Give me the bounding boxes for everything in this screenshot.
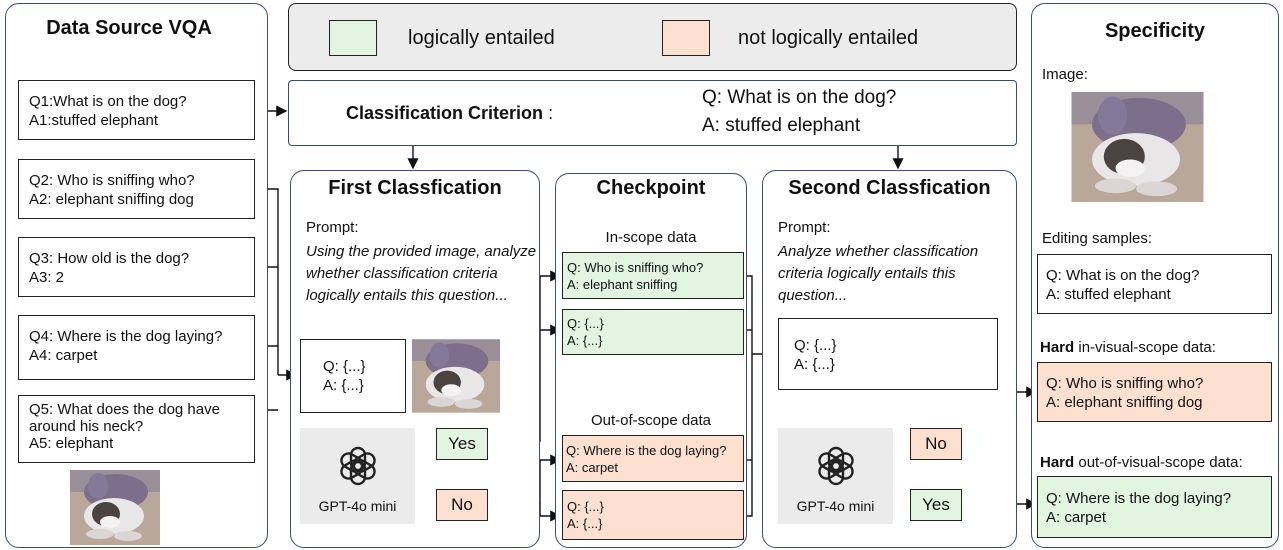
source-q2: Q2: Who is sniffing who?: [29, 172, 195, 189]
source-item-5: Q5: What does the dog have around his ne…: [18, 395, 255, 463]
editing-a: A: stuffed elephant: [1046, 286, 1171, 303]
hard-out-box: Q: Where is the dog laying? A: carpet: [1037, 476, 1272, 538]
first-gpt-box: GPT-4o mini: [300, 428, 415, 524]
criterion-box: [288, 80, 1017, 146]
first-qa-box: Q: {...} A: {...}: [300, 339, 406, 413]
hard-in-text: in-visual-scope data:: [1074, 339, 1216, 356]
out-scope-item-1: Q: Where is the dog laying? A: carpet: [562, 435, 744, 482]
in-scope-item-2: Q: {...} A: {...}: [562, 309, 744, 355]
second-prompt-label: Prompt:: [778, 219, 831, 236]
hard-in-box: Q: Who is sniffing who? A: elephant snif…: [1037, 362, 1272, 422]
source-item-3: Q3: How old is the dog? A3: 2: [18, 237, 255, 297]
criterion-q: Q: What is on the dog?: [702, 87, 897, 108]
second-qa-box: Q: {...} A: {...}: [778, 318, 998, 390]
in-scope-label: In-scope data: [605, 229, 697, 246]
hard-in-word: Hard: [1040, 339, 1075, 356]
checkpoint-title: Checkpoint: [596, 177, 706, 199]
first-q: Q: {...}: [323, 358, 366, 375]
hard-in-q: Q: Who is sniffing who?: [1046, 375, 1204, 392]
in-scope-a2: A: {...}: [567, 333, 603, 348]
criterion-colon: :: [548, 103, 554, 123]
legend-swatch-not-entailed: [662, 20, 710, 56]
source-a5: A5: elephant: [29, 435, 114, 452]
specificity-image-label: Image:: [1042, 66, 1088, 83]
openai-logo-icon: [817, 446, 854, 486]
in-scope-a1: A: elephant sniffing: [567, 277, 678, 292]
criterion-a: A: stuffed elephant: [702, 115, 861, 136]
first-no-box: No: [436, 489, 488, 521]
dog-image-first: [412, 339, 500, 413]
out-scope-q2: Q: {...}: [567, 499, 604, 514]
checkpoint-panel: [555, 173, 747, 548]
source-item-2: Q2: Who is sniffing who? A2: elephant sn…: [18, 159, 255, 219]
source-item-4: Q4: Where is the dog laying? A4: carpet: [18, 315, 255, 380]
legend-box: [288, 3, 1017, 71]
hard-out-a: A: carpet: [1046, 509, 1107, 526]
out-scope-item-2: Q: {...} A: {...}: [562, 490, 744, 540]
hard-in-a: A: elephant sniffing dog: [1046, 394, 1203, 411]
source-q4: Q4: Where is the dog laying?: [29, 328, 223, 345]
hard-out-text: out-of-visual-scope data:: [1074, 454, 1243, 471]
specificity-title: Specificity: [1104, 20, 1206, 42]
editing-q: Q: What is on the dog?: [1046, 267, 1200, 284]
data-source-title: Data Source VQA: [46, 17, 212, 39]
dog-image-source: [70, 470, 160, 545]
out-scope-label: Out-of-scope data: [590, 412, 712, 429]
first-model-label: GPT-4o mini: [318, 498, 397, 514]
legend-swatch-entailed: [329, 20, 377, 56]
first-prompt-text: Using the provided image, analyze whethe…: [306, 243, 537, 304]
hard-out-label: Hard out-of-visual-scope data:: [1040, 454, 1243, 471]
second-model-label: GPT-4o mini: [796, 498, 875, 514]
dog-image-specificity: [1071, 92, 1204, 202]
in-scope-q2: Q: {...}: [567, 316, 604, 331]
hard-out-q: Q: Where is the dog laying?: [1046, 490, 1232, 507]
out-scope-a1: A: carpet: [566, 460, 619, 475]
hard-out-word: Hard: [1040, 454, 1075, 471]
first-prompt-label: Prompt:: [306, 219, 359, 236]
editing-samples-label: Editing samples:: [1042, 230, 1153, 247]
editing-samples-box: Q: What is on the dog? A: stuffed elepha…: [1037, 254, 1272, 314]
second-no-box: No: [910, 428, 962, 460]
second-yes-box: Yes: [910, 489, 962, 521]
in-scope-item-1: Q: Who is sniffing who? A: elephant snif…: [562, 252, 744, 299]
source-q1: Q1:What is on the dog?: [29, 93, 187, 110]
legend-label-not-entailed: not logically entailed: [738, 27, 919, 49]
source-q5: Q5: What does the dog have around his ne…: [29, 401, 220, 435]
second-q: Q: {...}: [794, 337, 837, 354]
source-a1: A1:stuffed elephant: [29, 112, 158, 129]
first-a: A: {...}: [323, 377, 364, 394]
second-a: A: {...}: [794, 356, 835, 373]
out-scope-a2: A: {...}: [567, 516, 603, 531]
hard-in-label: Hard in-visual-scope data:: [1040, 339, 1216, 356]
criterion-title: Classification Criterion: [346, 103, 544, 123]
source-a3: A3: 2: [29, 269, 65, 286]
openai-logo-icon: [339, 446, 376, 486]
legend-label-entailed: logically entailed: [408, 27, 555, 49]
source-a4: A4: carpet: [29, 347, 98, 364]
first-yes-box: Yes: [436, 428, 488, 460]
second-classification-title: Second Classfication: [788, 177, 991, 199]
source-q3: Q3: How old is the dog?: [29, 250, 190, 267]
second-gpt-box: GPT-4o mini: [778, 428, 893, 524]
second-prompt-text: Analyze whether classification criteria …: [778, 243, 979, 304]
in-scope-q1: Q: Who is sniffing who?: [567, 260, 704, 275]
criterion-label: Classification Criterion :: [346, 103, 553, 124]
source-item-1: Q1:What is on the dog? A1:stuffed elepha…: [18, 80, 255, 140]
first-classification-title: First Classfication: [328, 177, 502, 199]
source-a2: A2: elephant sniffing dog: [29, 191, 194, 208]
out-scope-q1: Q: Where is the dog laying?: [566, 443, 727, 458]
